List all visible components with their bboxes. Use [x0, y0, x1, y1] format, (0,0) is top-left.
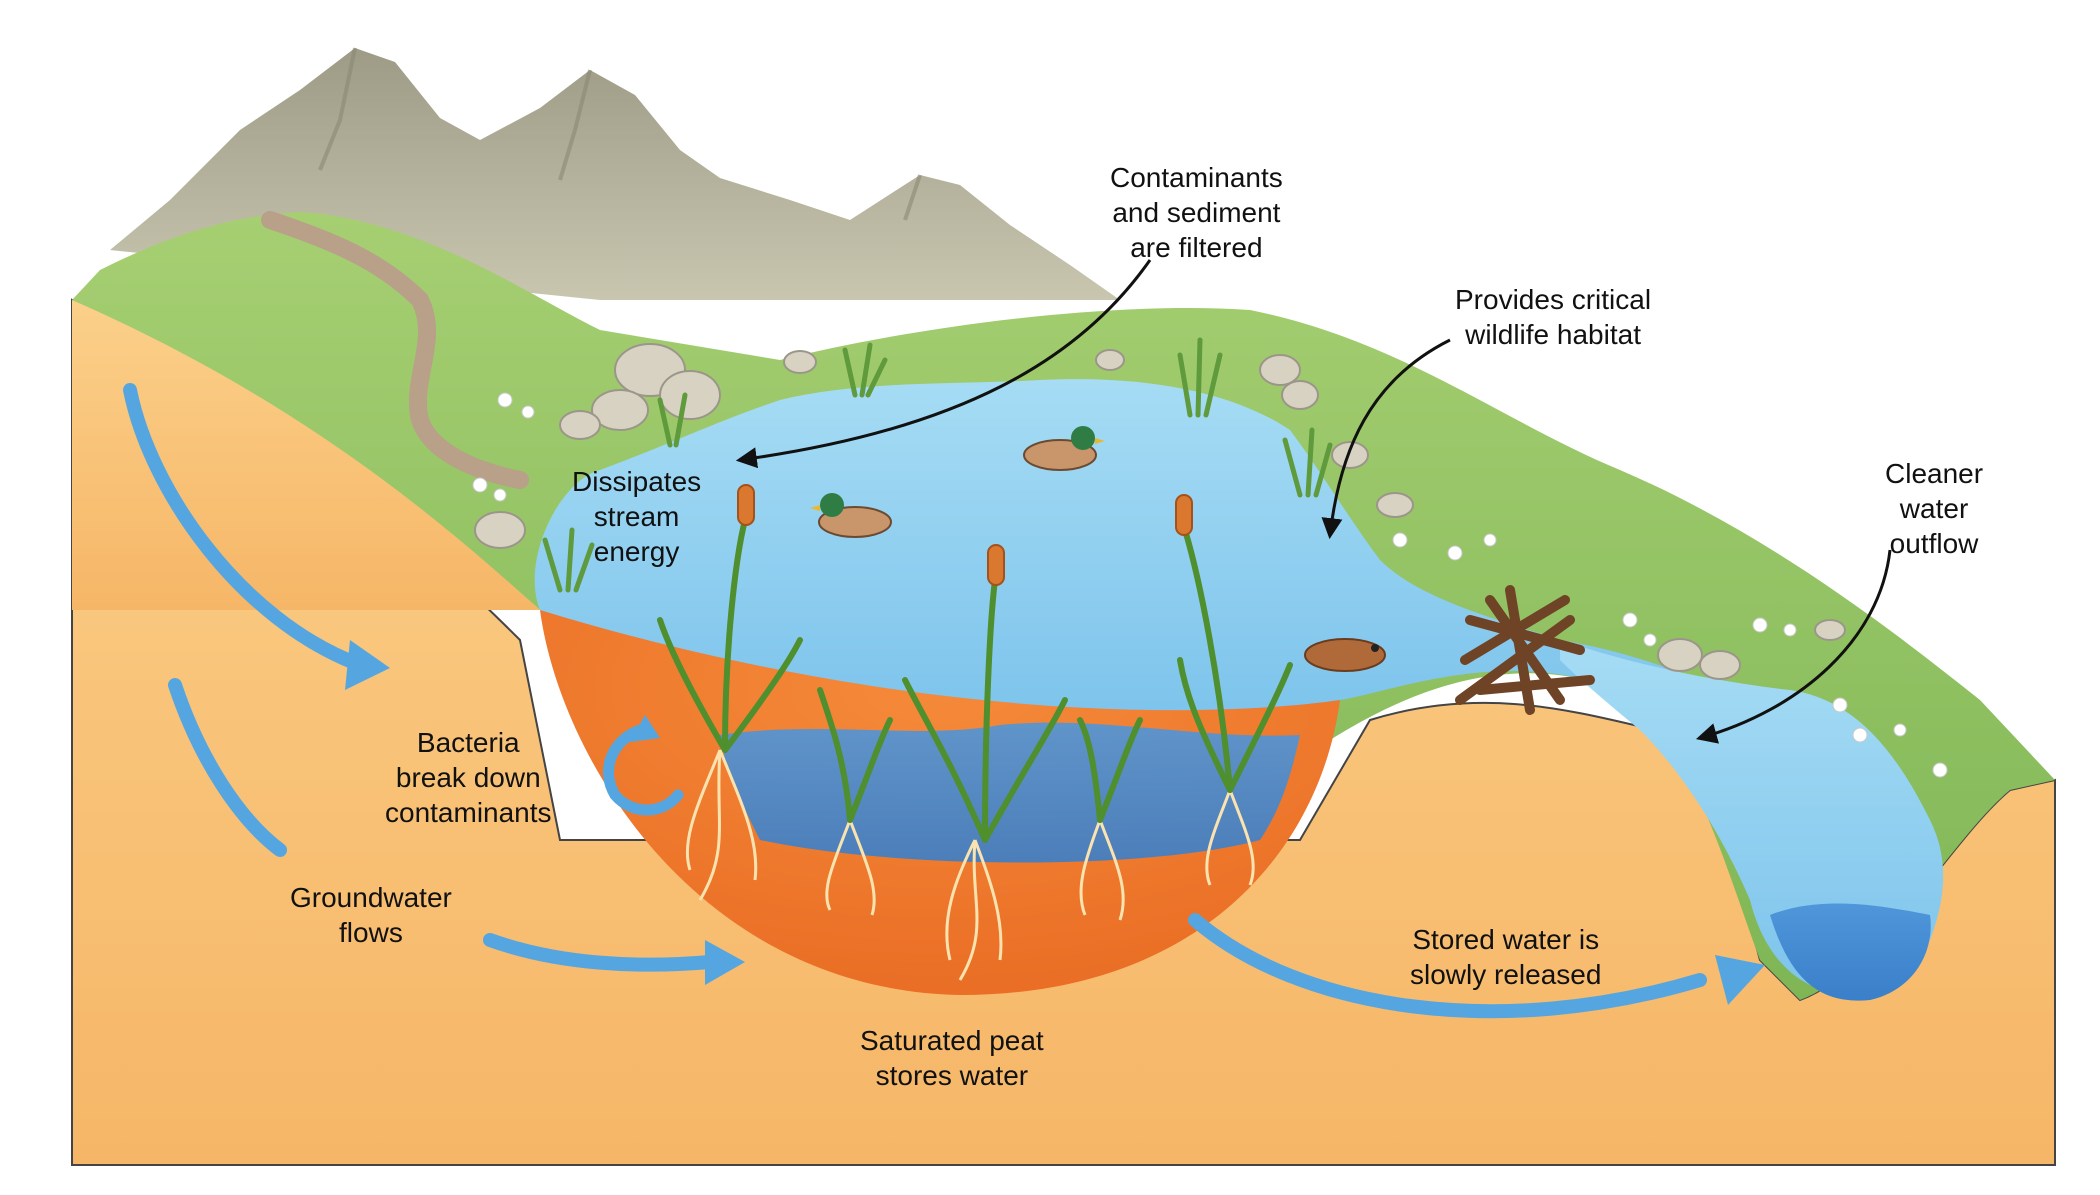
label-cleaner-outflow: Cleaner water outflow	[1885, 458, 1984, 559]
cattail-icon	[657, 484, 1293, 843]
outflow-pointer	[1695, 549, 1892, 744]
cycle-arrow-icon	[603, 715, 684, 816]
label-stored-water: Stored water is slowly released	[1410, 924, 1602, 990]
duck-icon	[810, 426, 1105, 538]
flow-arrowheads	[345, 640, 1765, 1005]
label-bacteria: Bacteria break down contaminants	[385, 727, 552, 828]
label-groundwater-flows: Groundwater flows	[290, 882, 452, 948]
beaver-dam-icon	[1455, 585, 1595, 715]
daisy-icon	[472, 392, 1948, 778]
wildlife-pointer	[1321, 338, 1451, 540]
outflow-stream	[1560, 640, 1944, 992]
callout-lines	[735, 259, 1892, 744]
stored-water-arrow	[1188, 913, 1707, 1019]
flow-arrows	[123, 383, 1707, 1019]
label-wildlife-habitat: Provides critical wildlife habitat	[1455, 284, 1652, 350]
label-dissipates-energy: Dissipates stream energy	[572, 466, 702, 567]
groundwater-arrow-lower	[168, 678, 287, 857]
pond-water	[534, 379, 1720, 711]
plant-roots	[685, 749, 1255, 981]
label-saturated-peat: Saturated peat stores water	[860, 1025, 1044, 1091]
reed-clumps	[542, 337, 1333, 593]
groundwater-arrow-upper	[123, 383, 367, 672]
groundwater-arrow-bottom	[483, 933, 717, 972]
label-contaminants-filtered: Contaminants and sediment are filtered	[1110, 162, 1283, 263]
contaminants-pointer	[735, 259, 1152, 469]
rock-icon	[474, 343, 1846, 680]
grass-surface	[72, 212, 2055, 1000]
beaver-icon	[1304, 638, 1386, 672]
